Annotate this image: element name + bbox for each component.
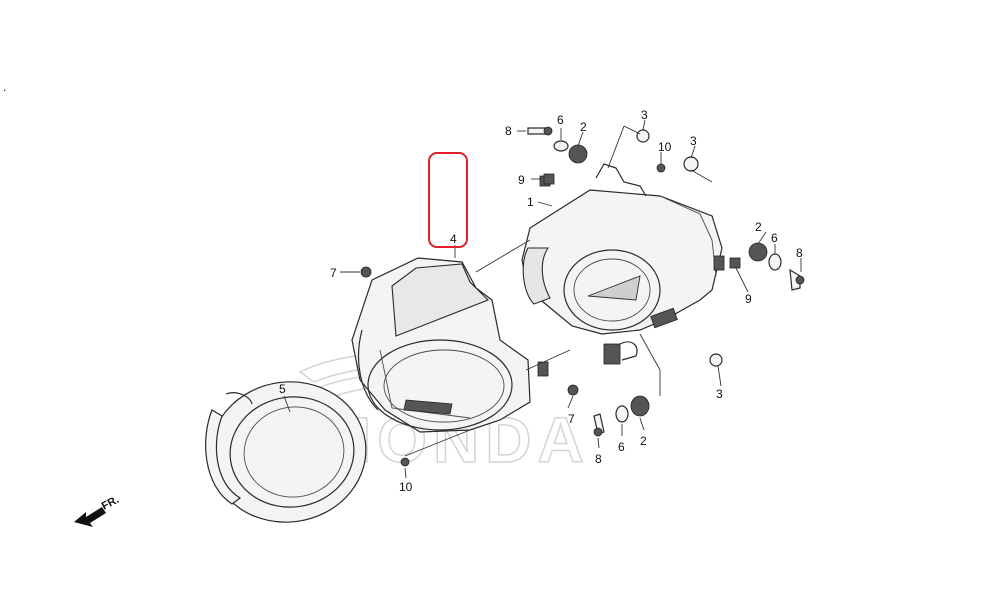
callout-6: 6 [618,440,625,454]
front-arrow-icon [74,507,106,527]
callout-8: 8 [505,124,512,138]
callout-3: 3 [716,387,723,401]
callout-10: 10 [658,140,672,154]
callout-9: 9 [518,173,525,187]
corner-mark: . [3,80,6,94]
callout-8: 8 [595,452,602,466]
front-label: FR. [100,494,121,513]
callout-1: 1 [527,195,534,209]
callout-5: 5 [279,382,286,396]
callout-7: 7 [568,412,575,426]
headlight-assembly [521,163,725,365]
callout-8: 8 [796,246,803,260]
front-direction-indicator: FR. [74,494,121,527]
callout-7: 7 [330,266,337,280]
callout-10: 10 [399,480,413,494]
headlight-rim [205,381,367,523]
callout-3: 3 [641,108,648,122]
headlight-cover [351,257,549,433]
callouts: 8 6 2 3 3 10 9 1 2 6 8 9 3 4 7 7 5 8 6 2… [279,108,803,494]
highlight-box [428,152,468,248]
fasteners [360,126,805,467]
callout-9: 9 [745,292,752,306]
callout-6: 6 [557,113,564,127]
callout-2: 2 [580,120,587,134]
callout-2: 2 [640,434,647,448]
callout-6: 6 [771,231,778,245]
leader-lines [283,119,802,479]
callout-2: 2 [755,220,762,234]
callout-3: 3 [690,134,697,148]
callout-4: 4 [450,232,457,246]
